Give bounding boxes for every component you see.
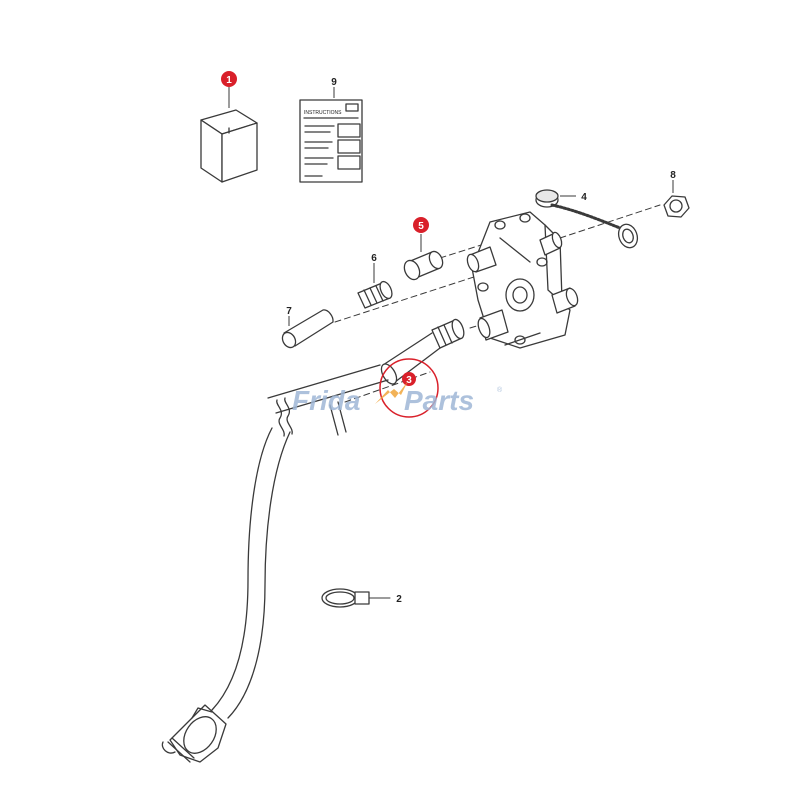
manifold-block	[466, 211, 579, 349]
callout-6: 6	[371, 253, 377, 264]
callout-label: 2	[396, 594, 402, 605]
callout-4: 4	[581, 192, 587, 203]
watermark-text-part2: Parts	[404, 385, 474, 416]
callout-3: 3	[379, 358, 439, 418]
watermark-logo: Frida Parts ®	[292, 381, 503, 416]
part-7-tube	[281, 309, 334, 349]
part-8-hex-nut	[663, 195, 690, 218]
callout-8: 8	[670, 170, 676, 181]
leader-lines	[228, 87, 674, 326]
watermark-y-swoosh	[375, 381, 408, 404]
callout-label: 4	[581, 192, 587, 203]
callout-9: 9	[331, 77, 337, 88]
part-6-threaded-fitting	[357, 280, 393, 309]
callout-label: 9	[331, 77, 337, 88]
callout-label: 8	[670, 170, 676, 181]
callout-label: 3	[406, 375, 412, 386]
callout-label: 5	[418, 221, 424, 232]
callout-1: 1	[221, 71, 237, 87]
callout-label: 6	[371, 253, 377, 264]
part-5-cap-fitting	[403, 250, 444, 281]
instructions-heading: INSTRUCTIONS	[304, 110, 342, 116]
part-9-instructions-booklet	[299, 99, 363, 183]
part-1-box	[200, 109, 258, 183]
callout-5: 5	[413, 217, 429, 233]
part-4-cap-tether	[535, 189, 639, 249]
callout-3-highlight-ring	[379, 358, 439, 418]
callout-label: 7	[286, 306, 292, 317]
watermark-text-part1: Frida	[292, 385, 360, 416]
callout-7: 7	[286, 306, 292, 317]
part-2-hose-clamp	[321, 588, 391, 608]
callout-label: 1	[226, 75, 232, 86]
part-3-hose-fitting	[161, 318, 465, 763]
watermark-registered: ®	[497, 386, 503, 394]
callout-2: 2	[396, 594, 402, 605]
